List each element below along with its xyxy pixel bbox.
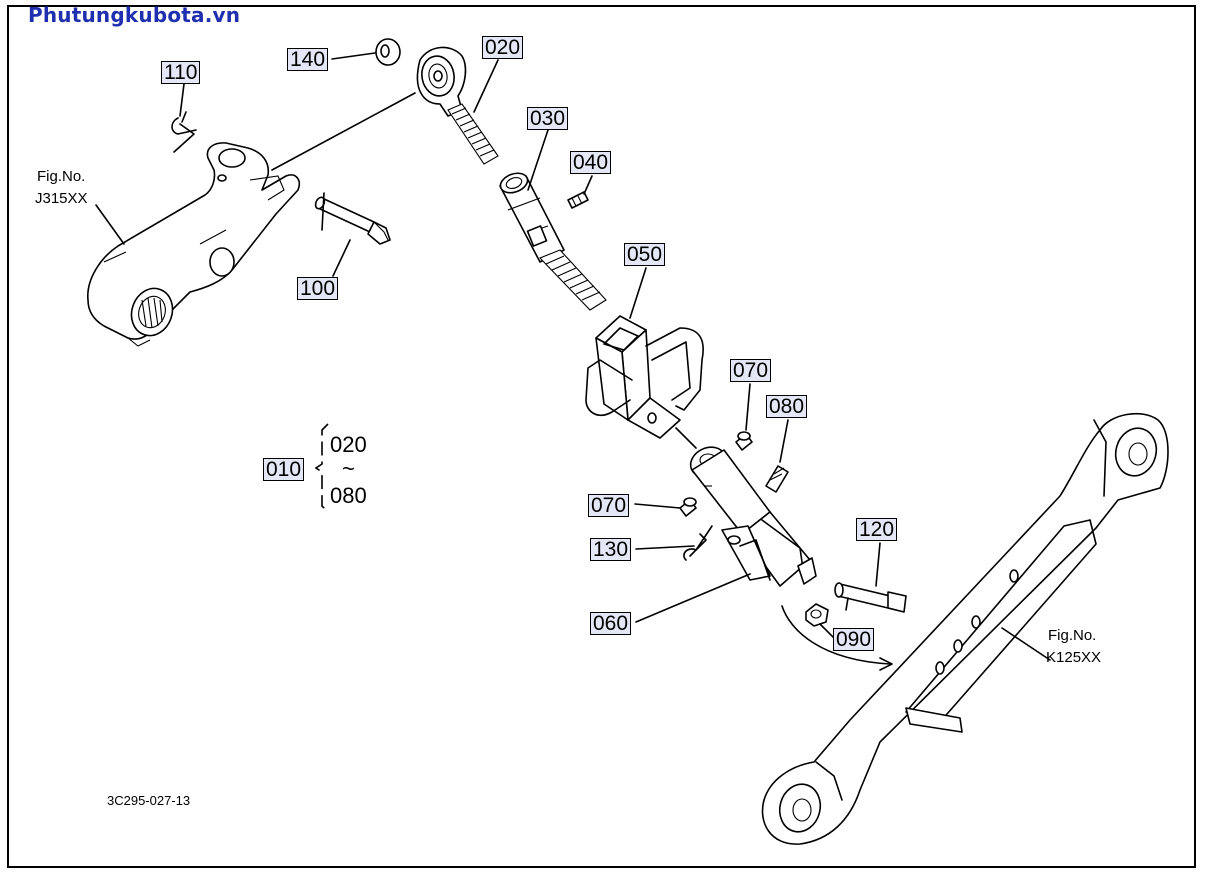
lift-arm-part (87, 142, 301, 347)
callout-070-lower: 070 (588, 494, 630, 517)
fig-ref-right-number: K125XX (1046, 649, 1102, 666)
washer-140 (375, 38, 401, 66)
callout-050: 050 (624, 243, 666, 266)
grease-fitting-080 (765, 465, 789, 493)
callout-140: 140 (287, 48, 329, 71)
callout-040: 040 (570, 151, 612, 174)
callout-130: 130 (590, 538, 632, 561)
fig-ref-left-label: Fig.No. (37, 168, 86, 185)
drawing-border (7, 5, 1196, 868)
lower-link-part (761, 412, 1169, 845)
site-watermark: Phutungkubota.vn (28, 3, 241, 27)
set-range-tilde: ~ (342, 456, 355, 481)
callout-060: 060 (590, 612, 632, 635)
callout-030: 030 (527, 107, 569, 130)
adjusting-tube-030 (499, 172, 607, 311)
cotter-pin-110 (171, 111, 197, 153)
callout-110: 110 (161, 61, 201, 84)
nut-090 (805, 603, 829, 627)
set-range-brace (314, 423, 329, 513)
grease-fitting-040 (567, 191, 589, 209)
callout-090: 090 (833, 628, 875, 651)
screw-070-upper (735, 431, 753, 451)
set-range-from: 020 (330, 432, 367, 457)
pin-100 (314, 192, 391, 245)
fig-ref-right-label: Fig.No. (1048, 627, 1097, 644)
pin-120 (834, 582, 907, 613)
fig-ref-left-number: J315XX (35, 190, 88, 207)
callout-070-upper: 070 (730, 359, 772, 382)
callout-100: 100 (297, 277, 339, 300)
bracket-050 (585, 315, 704, 439)
clevis-060 (689, 446, 817, 587)
cotter-pin-130 (683, 525, 713, 561)
rod-end-020 (416, 46, 499, 165)
set-range-to: 080 (330, 483, 367, 508)
callout-080: 080 (766, 395, 808, 418)
callout-020: 020 (482, 36, 524, 59)
callout-120: 120 (856, 518, 898, 541)
callout-010: 010 (263, 458, 305, 481)
drawing-number: 3C295-027-13 (107, 793, 191, 808)
screw-070-lower (679, 497, 697, 517)
